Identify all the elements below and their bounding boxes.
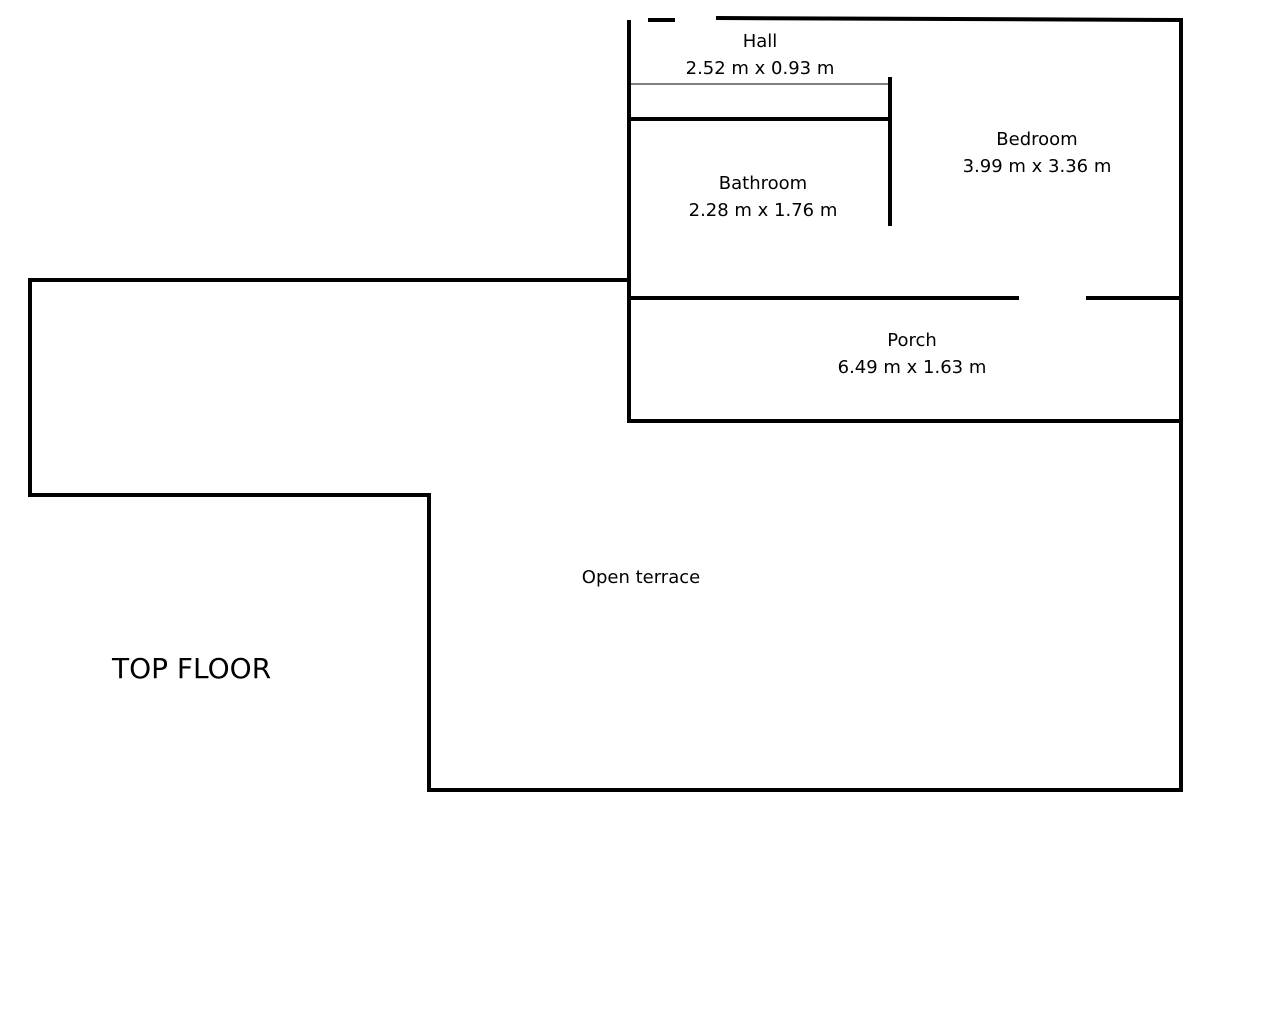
porch-name: Porch: [887, 330, 937, 351]
hall-dimensions: 2.52 m x 0.93 m: [685, 58, 835, 79]
bathroom-name: Bathroom: [718, 173, 808, 194]
floor-title: TOP FLOOR: [112, 652, 272, 685]
porch-dimensions: 6.49 m x 1.63 m: [837, 357, 987, 378]
bedroom-label: Bedroom 3.99 m x 3.36 m: [963, 126, 1112, 180]
bedroom-name: Bedroom: [996, 129, 1078, 150]
hall-label: Hall 2.52 m x 0.93 m: [686, 28, 835, 82]
bedroom-dimensions: 3.99 m x 3.36 m: [962, 156, 1112, 177]
bathroom-label: Bathroom 2.28 m x 1.76 m: [689, 170, 838, 224]
wall-top: [715, 16, 1184, 22]
bathroom-dimensions: 2.28 m x 1.76 m: [688, 200, 838, 221]
hall-name: Hall: [742, 31, 778, 52]
porch-label: Porch 6.49 m x 1.63 m: [838, 327, 987, 381]
terrace-name: Open terrace: [581, 567, 701, 588]
terrace-label: Open terrace: [582, 564, 700, 591]
